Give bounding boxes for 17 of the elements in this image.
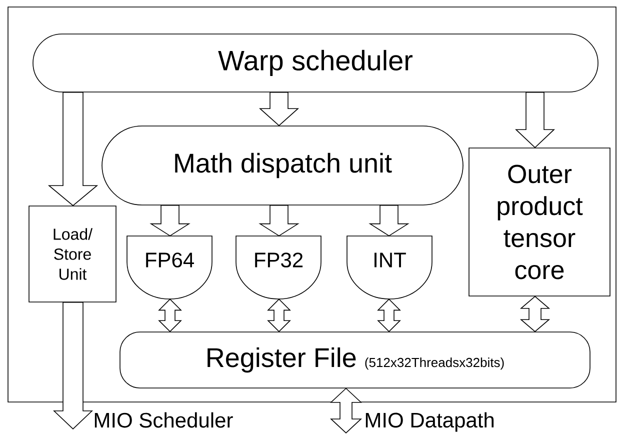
- block-arrow: [150, 204, 190, 236]
- block-arrow: [53, 302, 94, 430]
- block-arrow: [48, 92, 98, 206]
- rounded-box: Register File (512x32Threadsx32bits): [120, 332, 590, 388]
- block-arrow: [258, 92, 300, 126]
- text-label: MIO Scheduler: [94, 412, 233, 428]
- block-arrow: [267, 298, 291, 332]
- block-arrow: [515, 92, 556, 148]
- rounded-box: Warp scheduler: [32, 34, 598, 92]
- rounded-box: Math dispatch unit: [102, 126, 464, 206]
- block-arrow: [377, 298, 401, 332]
- block-arrow: [368, 204, 410, 236]
- block-arrow: [258, 204, 300, 236]
- process-box: Outer product tensor core: [468, 148, 610, 296]
- text-label: MIO Datapath: [366, 412, 494, 432]
- block-arrow: [158, 298, 182, 332]
- process-box: Load/ Store Unit: [28, 206, 116, 302]
